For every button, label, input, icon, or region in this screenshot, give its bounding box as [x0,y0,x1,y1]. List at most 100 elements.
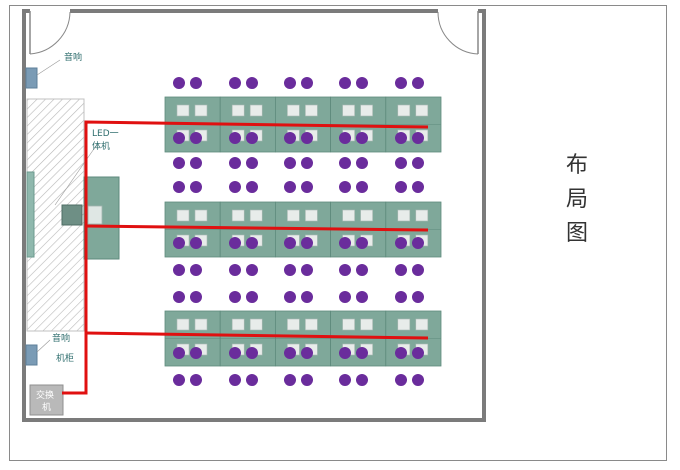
workstation-seat [287,318,300,331]
workstation-seat [231,104,245,117]
chair [395,237,407,249]
workstation-seat [249,209,263,222]
chair [246,132,258,144]
label-speaker-bottom: 音响 [52,332,70,344]
chair [301,181,313,193]
chair [412,347,424,359]
workstation-seat [249,104,263,117]
workstation-seat [176,318,190,331]
chair [190,264,202,276]
chair [395,132,407,144]
workstation-seat [231,318,245,331]
chair [356,291,368,303]
workstation-seat [360,318,373,331]
workstation-seat [231,209,245,222]
workstation-seat [194,104,208,117]
workstation-seat [194,209,208,222]
wall-screen [26,171,35,258]
chair [246,374,258,386]
chair [190,237,202,249]
chair [395,77,407,89]
workstation-seat [415,318,429,331]
chair [356,157,368,169]
chair [229,132,241,144]
title-char-2: 局 [566,187,588,212]
chair [412,157,424,169]
cable-main [62,120,429,395]
chair [356,237,368,249]
label-led-line1: LED一 [92,129,119,139]
chair [190,291,202,303]
chair [190,77,202,89]
chair [339,157,351,169]
chair [246,264,258,276]
workstation-seat [176,104,190,117]
workstation-seat [194,318,208,331]
chair [284,237,296,249]
cable-row-3 [85,331,429,340]
chair [173,264,185,276]
chair [246,77,258,89]
chair [339,347,351,359]
chair [356,264,368,276]
chair [246,157,258,169]
chair [284,132,296,144]
workstation-seat [176,209,190,222]
chair [339,181,351,193]
chair [412,374,424,386]
chair [395,181,407,193]
chair [301,77,313,89]
chair [301,291,313,303]
cable-row-2 [85,224,429,232]
chair [173,77,185,89]
chair [356,132,368,144]
label-led-line2: 体机 [92,140,110,152]
workstation-seat [360,104,373,117]
chair [246,291,258,303]
chair [229,157,241,169]
door-top-left [29,11,71,55]
chair [190,157,202,169]
chair [246,347,258,359]
chair [190,132,202,144]
chair [412,237,424,249]
workstation-seat [342,104,355,117]
chair [301,264,313,276]
speaker-top [25,67,38,89]
chair [173,157,185,169]
chair [301,374,313,386]
chair [229,237,241,249]
chair [229,374,241,386]
label-speaker-top: 音响 [64,51,82,63]
chair [284,181,296,193]
chair [395,374,407,386]
chair [284,347,296,359]
chair [412,291,424,303]
chair [301,132,313,144]
chair [412,181,424,193]
chair [246,237,258,249]
chair [301,237,313,249]
podium-chair [87,205,103,225]
chair [190,181,202,193]
chair [173,237,185,249]
chair [284,291,296,303]
chair [339,374,351,386]
workstation-seat [305,318,318,331]
label-switch-line1: 交换 [36,389,54,401]
workstation-seat [360,209,373,222]
network-cables [62,120,429,395]
workstation-seat [249,318,263,331]
chair [356,181,368,193]
chair [412,264,424,276]
label-switch-line2: 机 [42,401,51,413]
chair [173,374,185,386]
chair [229,77,241,89]
workstation-seat [287,104,300,117]
chair [412,77,424,89]
chair [190,347,202,359]
chair [339,132,351,144]
workstation-seat [397,209,411,222]
chair-rows [173,77,424,386]
